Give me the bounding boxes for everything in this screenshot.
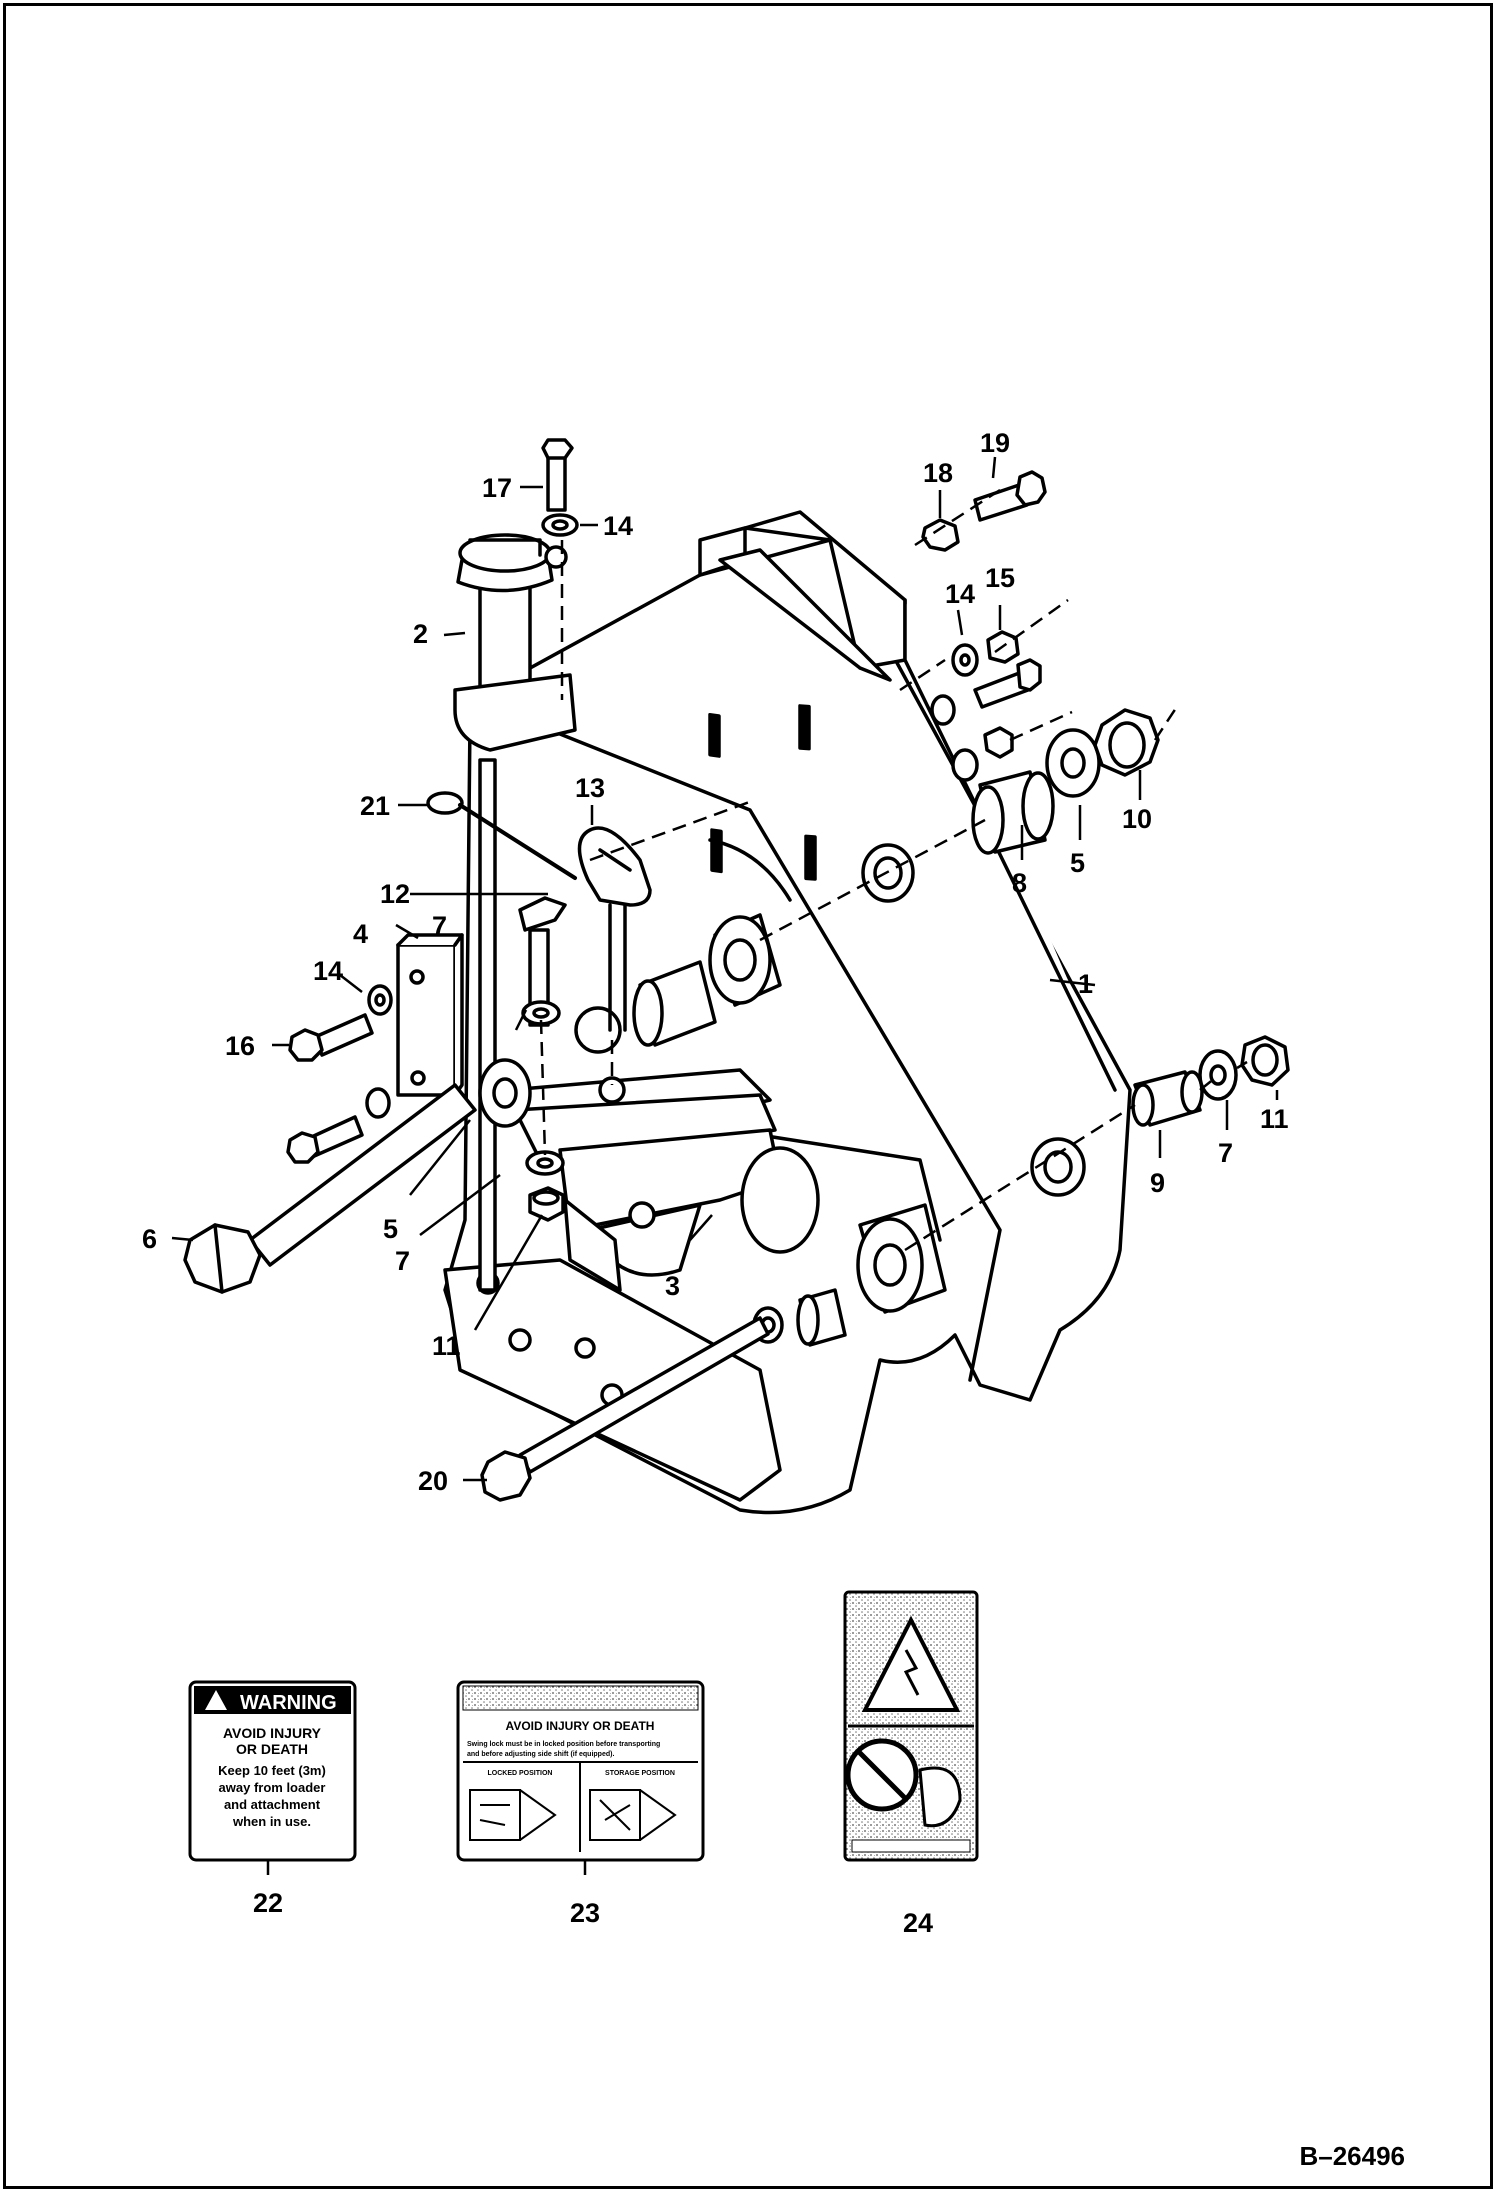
swing-arm-part	[443, 1006, 820, 1502]
drawing-frame	[3, 3, 1493, 2189]
decal-22-header: WARNING	[240, 1692, 337, 1714]
washer-14-right	[951, 643, 979, 677]
decal-22-line6: when in use.	[232, 1814, 311, 1829]
callout-14-left: 14	[313, 956, 343, 986]
callout-9: 9	[1150, 1168, 1165, 1198]
decal-22-line3: Keep 10 feet (3m)	[218, 1763, 326, 1778]
bolt-19	[973, 470, 1047, 522]
decal-22-warning: WARNING AVOID INJURY OR DEATH Keep 10 fe…	[188, 1680, 357, 1862]
mount-slots	[708, 704, 817, 881]
callout-22: 22	[253, 1888, 283, 1918]
callout-7-left: 7	[432, 911, 447, 941]
center-lines	[539, 488, 1248, 1252]
pad-block-part	[396, 933, 464, 1097]
callout-2: 2	[413, 619, 428, 649]
callout-5-upper: 5	[1070, 848, 1085, 878]
callout-11-right: 11	[1260, 1104, 1289, 1134]
decal-24-hazard	[843, 1590, 979, 1862]
warning-triangle-icon	[205, 1690, 227, 1710]
decal-23-note1: Swing lock must be in locked position be…	[467, 1741, 660, 1748]
washer-mid-right	[930, 694, 1014, 782]
callout-10: 10	[1122, 804, 1152, 834]
leader-lines	[171, 456, 1279, 1875]
washer-5-lower	[478, 1058, 532, 1128]
callout-3: 3	[665, 1271, 680, 1301]
callout-11-lower: 11	[432, 1331, 461, 1361]
callout-20: 20	[418, 1466, 448, 1496]
callout-5-lower: 5	[383, 1214, 398, 1244]
lanyard-part	[426, 791, 577, 880]
decal-23-note2: and before adjusting side shift (if equi…	[467, 1751, 614, 1758]
washer-14-top	[541, 513, 579, 537]
nut-10	[1093, 708, 1160, 777]
callout-7-lower: 7	[395, 1246, 410, 1276]
decal-22-line2: OR DEATH	[236, 1741, 308, 1757]
nut-18	[921, 518, 960, 552]
callout-24: 24	[903, 1908, 933, 1938]
bolt-upper-right	[973, 658, 1042, 709]
bolt-17	[541, 438, 574, 512]
electrocution-warning-icon	[861, 1615, 961, 1712]
bushing-8	[971, 770, 1055, 855]
decal-22-line4: away from loader	[219, 1780, 326, 1795]
callout-6: 6	[142, 1224, 157, 1254]
callout-12: 12	[380, 879, 410, 909]
bolt-pad-lower	[286, 1087, 391, 1164]
callout-19: 19	[980, 428, 1010, 458]
decal-23-header: AVOID INJURY OR DEATH	[506, 1719, 655, 1733]
callout-18: 18	[923, 458, 953, 488]
callout-8: 8	[1012, 868, 1027, 898]
callout-13: 13	[575, 773, 605, 803]
callout-1: 1	[1078, 969, 1093, 999]
nut-11-right	[1240, 1035, 1290, 1087]
decal-23-right-caption: STORAGE POSITION	[605, 1770, 675, 1777]
bolt-20	[480, 1316, 770, 1502]
decal-23-swing-lock: AVOID INJURY OR DEATH Swing lock must be…	[456, 1680, 705, 1862]
callout-7-right: 7	[1218, 1138, 1233, 1168]
callout-15: 15	[985, 563, 1015, 593]
callout-17: 17	[482, 473, 512, 503]
nut-11-center	[528, 1186, 565, 1222]
swing-pin-part	[453, 533, 577, 1292]
decal-22-line1: AVOID INJURY	[223, 1725, 322, 1741]
callout-16: 16	[225, 1031, 255, 1061]
decal-22-line5: and attachment	[224, 1797, 321, 1812]
bolt-6	[183, 1083, 477, 1294]
washer-14-left	[367, 984, 393, 1016]
decal-23-left-caption: LOCKED POSITION	[488, 1770, 553, 1777]
boss-upper	[632, 913, 782, 1047]
drawing-reference: B–26496	[1299, 2141, 1405, 2171]
handle-pin-part	[577, 826, 652, 1032]
bushing-9	[1131, 1070, 1204, 1127]
callout-14-top: 14	[603, 511, 633, 541]
washer-7-center	[521, 1000, 565, 1176]
washer-5-upper	[1045, 728, 1101, 798]
callouts: 1 2 3 4 5 5 6 7 7 7 8 9 10 11 11 12 13 1…	[142, 428, 1289, 1938]
callout-23: 23	[570, 1898, 600, 1928]
washer-7-right	[1198, 1049, 1238, 1101]
storage-position-icon	[589, 1789, 677, 1841]
callout-4: 4	[353, 919, 368, 949]
callout-21: 21	[360, 791, 390, 821]
locked-position-icon	[469, 1789, 557, 1841]
bolt-16	[288, 1013, 374, 1062]
callout-14-right: 14	[945, 579, 975, 609]
